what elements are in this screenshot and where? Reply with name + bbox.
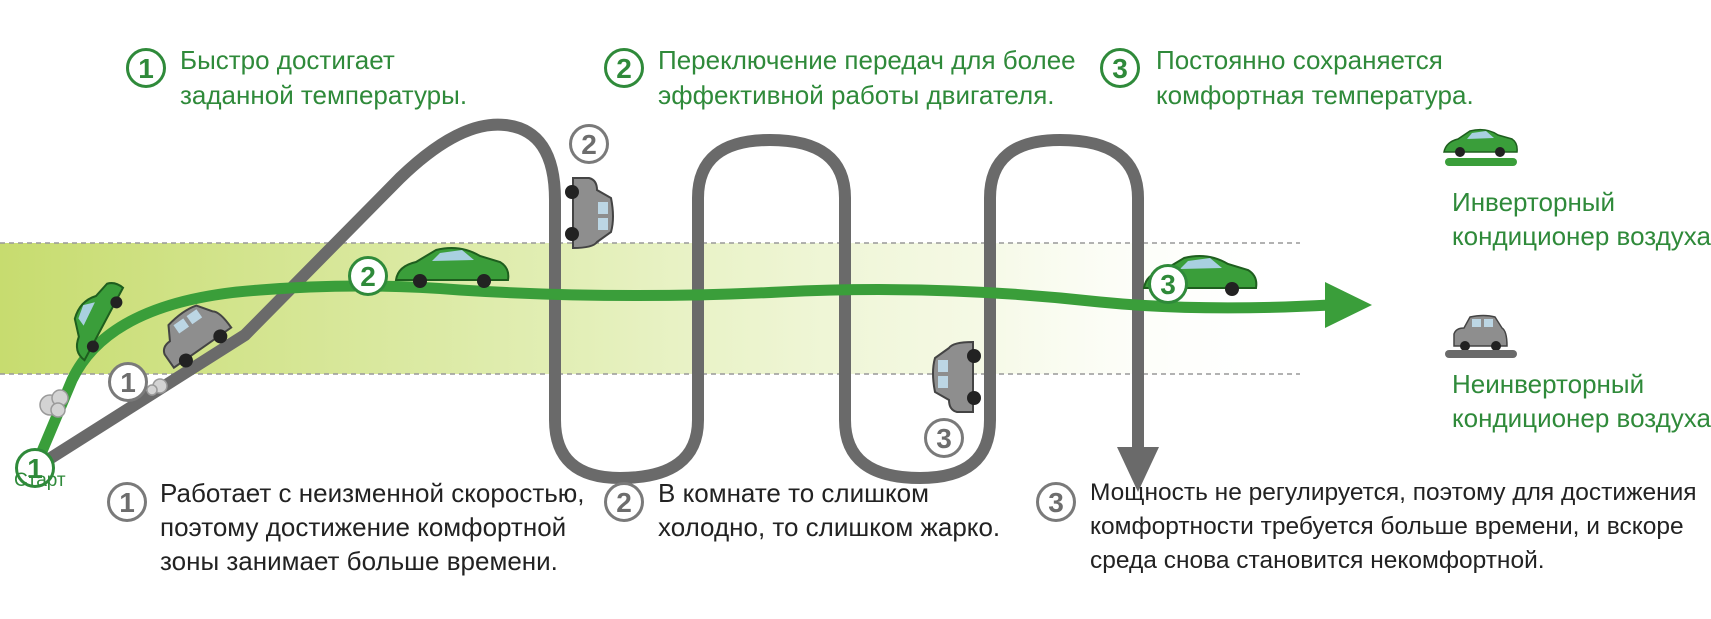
top-note-1-line1: Быстро достигает (180, 45, 395, 75)
bottom-note-1-badge: 1 (107, 482, 147, 522)
legend-inverter-line1: Инверторный (1452, 187, 1616, 217)
gray-path-marker-2: 2 (569, 124, 609, 164)
non-inverter-arrowhead (1117, 447, 1159, 492)
legend-inverter-car-icon (1443, 128, 1518, 157)
start-label: Старт (14, 470, 66, 491)
top-note-1-line2: заданной температуры. (180, 80, 468, 110)
top-note-1-badge: 1 (126, 48, 166, 88)
bottom-note-1-line3: зоны занимает больше времени. (160, 546, 558, 576)
bottom-note-2-badge: 2 (604, 482, 644, 522)
bottom-note-1-line2: поэтому достижение комфортной (160, 512, 567, 542)
non-inverter-path (29, 118, 1144, 484)
legend-non-inverter-line1: Неинверторный (1452, 369, 1645, 399)
bottom-note-3-badge: 3 (1036, 482, 1076, 522)
gray-car-icon-slope (162, 304, 233, 370)
green-car-icon-start (73, 282, 125, 362)
green-car-icon-comfort (394, 247, 510, 288)
top-note-2-badge: 2 (604, 48, 644, 88)
exhaust-puff-icon (39, 389, 69, 418)
bottom-note-3-line3: среда снова становится некомфортной. (1090, 547, 1545, 574)
top-note-3-line2: комфортная температура. (1156, 80, 1474, 110)
gray-path-marker-3: 3 (924, 418, 964, 458)
top-note-2-line2: эффективной работы двигателя. (658, 80, 1055, 110)
legend-non-inverter-line2: кондиционер воздуха (1452, 403, 1711, 433)
bottom-note-2-line2: холодно, то слишком жарко. (658, 512, 1001, 542)
legend-inverter-bar (1445, 158, 1517, 166)
legend-inverter-line2: кондиционер воздуха (1452, 221, 1711, 251)
top-note-2-line1: Переключение передач для более (658, 45, 1076, 75)
legend-non-inverter-car-icon (1453, 314, 1508, 351)
gray-car-icon-bottom (932, 340, 981, 413)
legend-non-inverter-bar (1445, 350, 1517, 358)
bottom-note-3-line2: комфортности требуется больше времени, и… (1090, 513, 1684, 540)
top-note-3-line1: Постоянно сохраняется (1156, 45, 1443, 75)
green-path-marker-2: 2 (348, 256, 388, 296)
inverter-arrowhead (1325, 282, 1372, 328)
start-badge: 1 (15, 448, 55, 488)
bottom-note-3-line1: Мощность не регулируется, поэтому для до… (1090, 479, 1697, 506)
inverter-path (29, 280, 1336, 474)
gray-path-marker-1: 1 (108, 362, 148, 402)
exhaust-puff-icon-2 (146, 378, 168, 396)
gray-car-icon-top (565, 177, 614, 250)
bottom-note-2-line1: В комнате то слишком (658, 478, 929, 508)
bottom-note-1-line1: Работает с неизменной скоростью, (160, 478, 585, 508)
green-path-marker-3: 3 (1148, 264, 1188, 304)
top-note-3-badge: 3 (1100, 48, 1140, 88)
